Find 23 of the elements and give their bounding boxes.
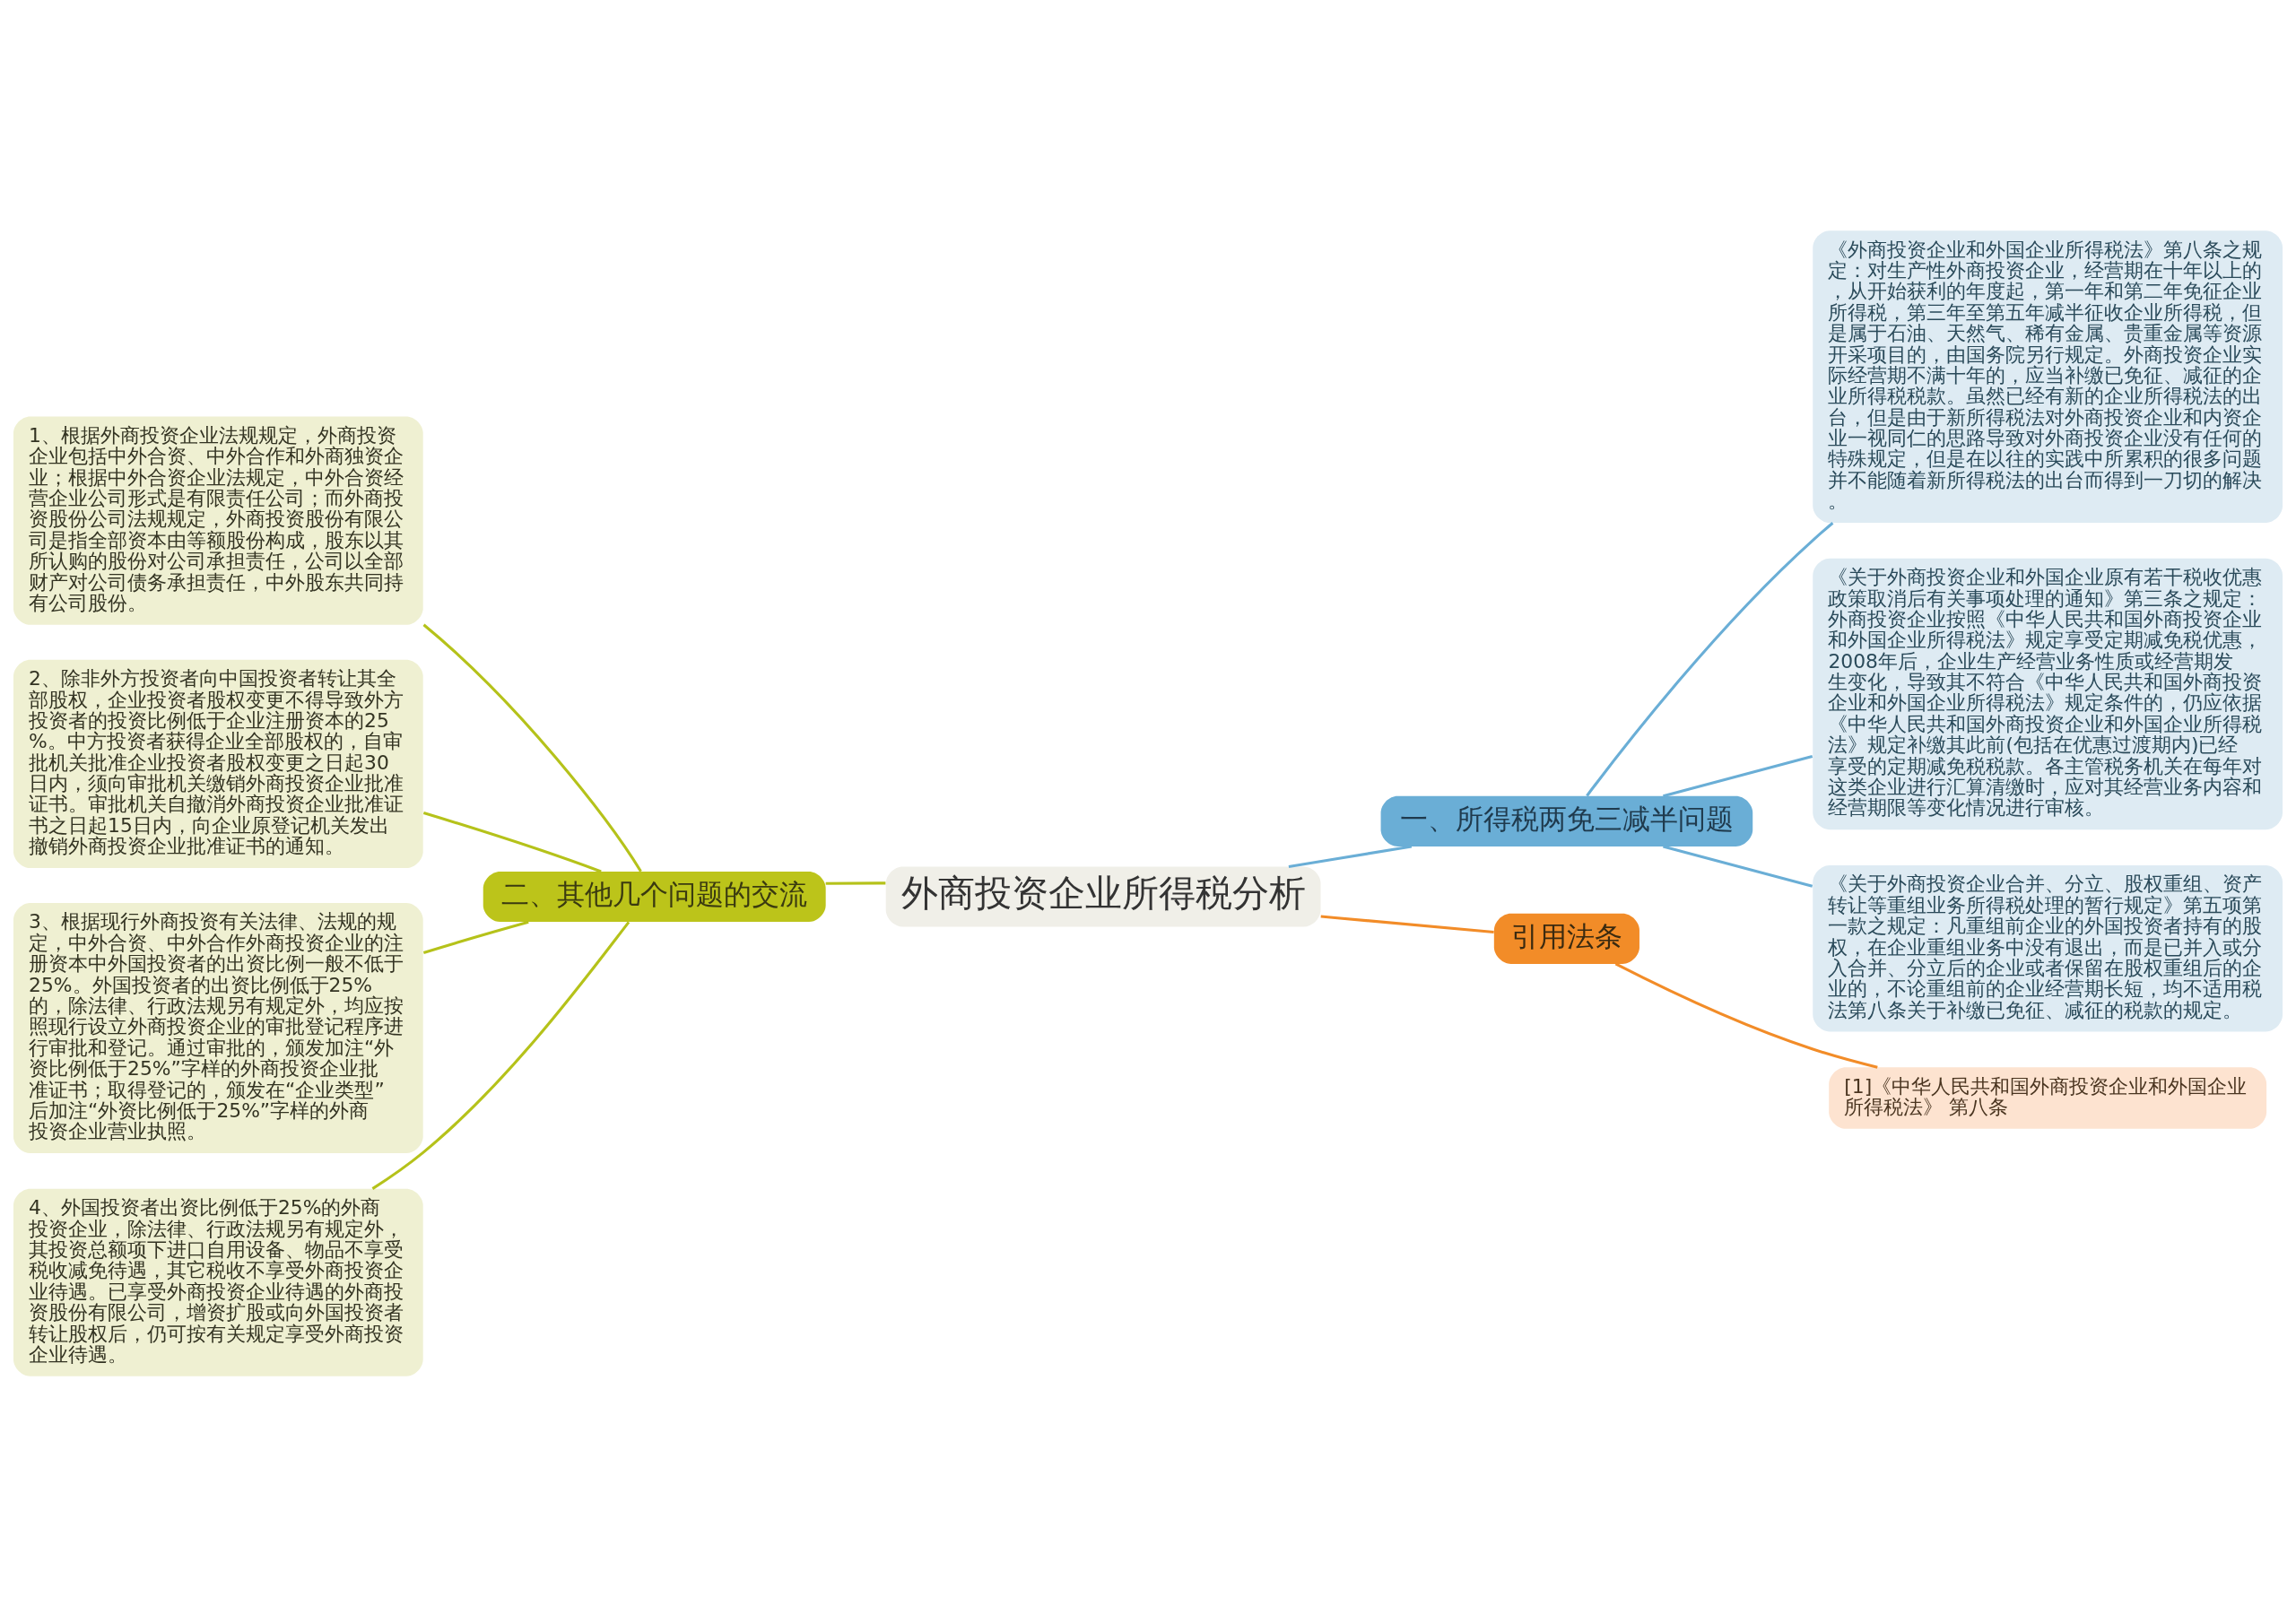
- node-box: 《关于外商投资企业和外国企业原有若干税收优惠政策取消后有关事项处理的通知》第三条之规定：外商投资企业按照《中华人民共和国外商投资企业和外国企业所得税法》规定享受定期减免税优惠，2008年后，企业生产经营业务性质或经营期发生变化，导致其不符合《中华人民共和国外商投资企业和外国企业所得税法》规定条件的，仍应依据《中华人民共和国外商投资企业和外国企业所得税法》规定补缴其此前(包括在优惠过渡期内)已经享受的定期减免税税款。各主管税务机关在每年对这类企业进行汇算清缴时，应对其经营业务内容和经营期限等变化情况进行审核。: [1813, 558, 2283, 829]
- connector: [1663, 845, 1813, 888]
- connector: [1288, 844, 1413, 868]
- node-box: 二、其他几个问题的交流: [483, 871, 826, 922]
- node-box: 4、外国投资者出资比例低于25%的外商投资企业，除法律、行政法规另有规定外，其投资总额项下进口自用设备、物品不享受税收减免待遇，其它税收不享受外商投资企业待遇。已享受外商投资企业待遇的外商投资股份有限公司，增资扩股或向外国投资者转让股权后，仍可按有关规定享受外商投资企业待遇。: [13, 1188, 423, 1376]
- node-box: 《关于外商投资企业合并、分立、股权重组、资产转让等重组业务所得税处理的暂行规定》第五项第一款之规定：凡重组前企业的外国投资者持有的股权，在企业重组业务中没有退出，而是已并入或分入合并、分立后的企业或者保留在股权重组后的企业的，不论重组前的企业经营期长短，均不适用税法第八条关于补缴已免征、减征的税款的规定。: [1813, 864, 2283, 1031]
- connector: [1663, 754, 1813, 797]
- node-box: 《外商投资企业和外国企业所得税法》第八条之规定：对生产性外商投资企业，经营期在十年以上的，从开始获利的年度起，第一年和第二年免征企业所得税，第三年至第五年减半征收企业所得税，但是属于石油、天然气、稀有金属、贵重金属等资源开采项目的，由国务院另行规定。外商投资企业实际经营期不满十年的，应当补缴已免征、减征的企业所得税税款。虽然已经有新的企业所得税法的出台，但是由于新所得税法对外商投资企业和内资企业一视同仁的思路导致对外商投资企业没有任何的特殊规定，但是在以往的实践中所累积的很多问题并不能随着新所得税法的出台而得到一刀切的解决。: [1813, 230, 2283, 523]
- node-box: 一、所得税两免三减半问题: [1380, 795, 1753, 846]
- connector: [825, 881, 886, 885]
- connector: [1586, 521, 1834, 796]
- node-box: [1]《中华人民共和国外商投资企业和外国企业所得税法》 第八条: [1829, 1066, 2267, 1129]
- connector: [422, 623, 642, 872]
- node-box: 1、根据外商投资企业法规规定，外商投资企业包括中外合资、中外合作和外商独资企业；根据中外合资企业法规定，中外合资经营企业公司形式是有限责任公司；而外商投资股份公司法规规定，外商投资股份有限公司是指全部资本由等额股份构成，股东以其所认购的股份对公司承担责任，公司以全部财产对公司债务承担责任，中外股东共同持有公司股份。: [13, 416, 423, 625]
- node-box: 2、除非外方投资者向中国投资者转让其全部股权，企业投资者股权变更不得导致外方投资者的投资比例低于企业注册资本的25%。中方投资者获得企业全部股权的，自审批机关批准企业投资者股权变更之日起30日内，须向审批机关缴销外商投资企业批准证书。审批机关自撤消外商投资企业批准证书之日起15日内，向企业原登记机关发出撤销外商投资企业批准证书的通知。: [13, 659, 423, 868]
- connector: [1614, 962, 1878, 1069]
- connector: [1320, 914, 1494, 933]
- node-box: 外商投资企业所得税分析: [885, 866, 1321, 927]
- connector: [422, 920, 529, 954]
- connector: [422, 811, 602, 872]
- node-box: 引用法条: [1493, 913, 1639, 964]
- connector: [371, 920, 631, 1190]
- node-box: 3、根据现行外商投资有关法律、法规的规定，中外合资、中外合作外商投资企业的注册资本中外国投资者的出资比例一般不低于25%。外国投资者的出资比例低于25%的，除法律、行政法规另有规定外，均应按照现行设立外商投资企业的审批登记程序进行审批和登记。通过审批的，颁发加注“外资比例低于25%”字样的外商投资企业批准证书；取得登记的，颁发在“企业类型”后加注“外资比例低于25%”字样的外商投资企业营业执照。: [13, 902, 423, 1153]
